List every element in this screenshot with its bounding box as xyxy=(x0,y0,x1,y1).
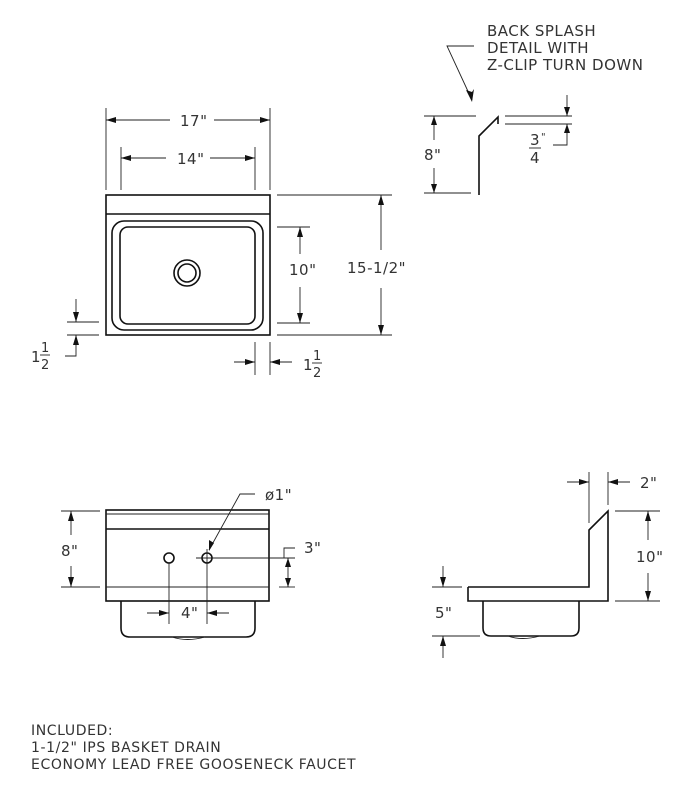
included-notes: INCLUDED: 1-1/2" IPS BASKET DRAIN ECONOM… xyxy=(31,723,356,773)
front-rim-numerator: 1 xyxy=(41,341,50,356)
hole-height-label: 3" xyxy=(304,539,321,557)
backsplash-detail: 8" 3 4 " xyxy=(424,95,572,195)
front-rim-whole: 1 xyxy=(31,348,41,366)
callout-leader xyxy=(446,45,474,101)
hole-spacing-label: 4" xyxy=(181,604,198,622)
side-view: 2" 10" 5" xyxy=(432,472,664,658)
backsplash-height-label: 8" xyxy=(424,146,441,164)
notes-heading: INCLUDED: xyxy=(31,723,113,739)
side-rim-numerator: 1 xyxy=(313,349,322,364)
side-backsplash-depth-label: 2" xyxy=(640,474,657,492)
backsplash-callout: BACK SPLASH DETAIL WITH Z-CLIP TURN DOWN xyxy=(446,22,643,102)
notes-item-faucet: ECONOMY LEAD FREE GOOSENECK FAUCET xyxy=(31,757,356,773)
side-bowl-depth-label: 5" xyxy=(435,604,452,622)
front-outline xyxy=(105,509,270,602)
overall-depth-label: 15-1/2" xyxy=(347,259,406,277)
bowl-width-label: 14" xyxy=(177,150,205,168)
side-rim-denominator: 2 xyxy=(313,366,322,381)
side-profile xyxy=(467,509,609,602)
top-view: 17" 14" 10" 15-1/2" 1 1 2 xyxy=(31,108,406,381)
callout-arrow-icon xyxy=(466,89,474,102)
drain-inner-icon xyxy=(177,263,197,283)
callout-line-3: Z-CLIP TURN DOWN xyxy=(487,56,643,74)
bowl-inner xyxy=(119,226,256,325)
backsplash-profile xyxy=(478,115,499,195)
overall-width-label: 17" xyxy=(180,112,208,130)
front-rim-denominator: 2 xyxy=(41,358,50,373)
bowl-depth-label: 10" xyxy=(289,261,317,279)
hole-diameter-label: ø1" xyxy=(265,486,292,504)
side-rim-whole: 1 xyxy=(303,356,313,374)
faucet-hole-left-icon xyxy=(163,552,175,564)
svg-text:": " xyxy=(541,132,546,143)
callout-line-1: BACK SPLASH xyxy=(487,22,596,40)
sink-outline xyxy=(105,194,271,336)
side-backsplash-height-label: 10" xyxy=(636,548,664,566)
front-view: ø1" 8" 3" 4" xyxy=(61,486,321,640)
bowl-outer xyxy=(111,220,264,331)
drain-outer-icon xyxy=(173,259,201,287)
callout-line-2: DETAIL WITH xyxy=(487,39,589,57)
front-bowl xyxy=(120,601,256,638)
turn-down-denominator: 4 xyxy=(530,149,540,167)
front-backsplash-height-label: 8" xyxy=(61,542,78,560)
side-bowl xyxy=(482,601,580,637)
turn-down-numerator: 3 xyxy=(530,131,540,149)
notes-item-drain: 1-1/2" IPS BASKET DRAIN xyxy=(31,740,221,756)
